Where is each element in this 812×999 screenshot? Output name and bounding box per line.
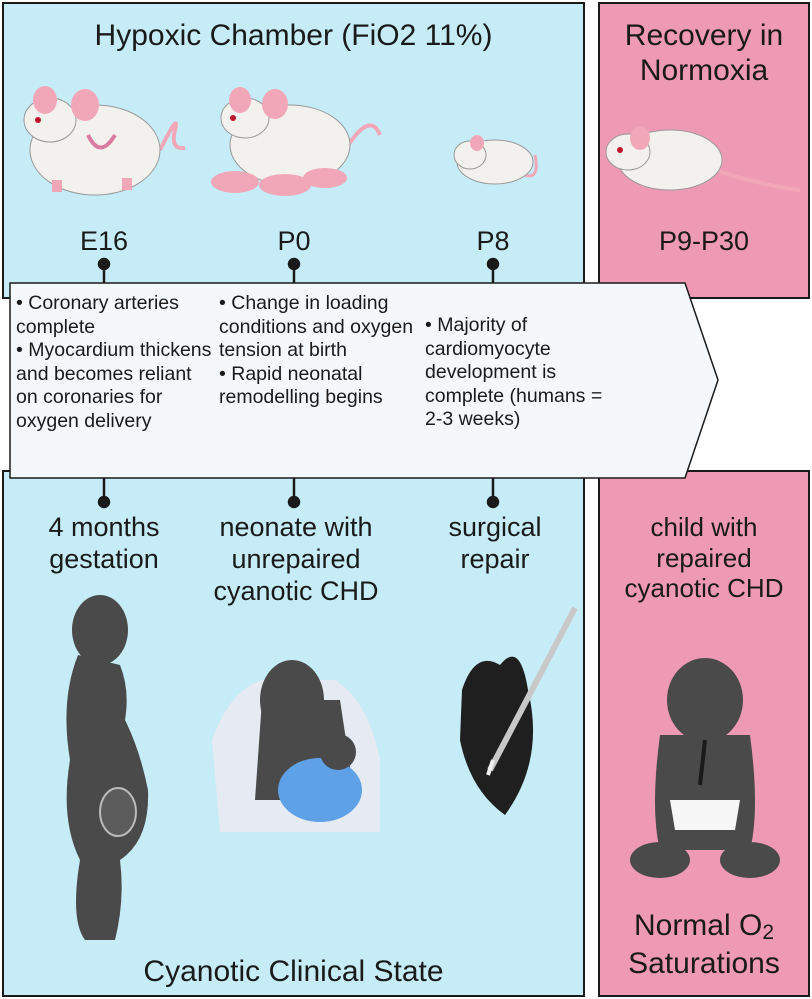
- clinical-label-gestation: 4 months gestation: [48, 512, 160, 574]
- heart-scalpel-icon: [460, 606, 578, 815]
- pup-mouse-icon: [453, 135, 538, 185]
- clinical-label-neonate: neonate with unrepaired cyanotic CHD: [213, 512, 379, 606]
- pregnant-woman-icon: [66, 595, 149, 940]
- seated-child-icon: [630, 658, 780, 878]
- recovery-title: Recovery in Normoxia: [624, 19, 784, 88]
- description-e16: • Coronary arteries complete • Myocardiu…: [16, 292, 212, 432]
- normal-o2-saturations-label: Normal O2 Saturations: [628, 909, 780, 980]
- clinical-label-surgical-repair: surgical repair: [448, 512, 542, 574]
- stage-label-e16: E16: [79, 226, 129, 256]
- breastfeeding-mother-icon: [212, 660, 380, 832]
- description-p0: • Change in loading conditions and oxyge…: [219, 292, 414, 409]
- cyanotic-clinical-state-label: Cyanotic Clinical State: [143, 955, 444, 988]
- pregnant-mouse-icon: [23, 86, 186, 196]
- stage-label-p8: P8: [476, 226, 510, 256]
- hypoxic-chamber-title: Hypoxic Chamber (FiO2 11%): [94, 19, 493, 52]
- clinical-label-child: child with repaired cyanotic CHD: [624, 512, 784, 604]
- stage-label-p0: P0: [277, 226, 311, 256]
- stage-label-p9-p30: P9-P30: [658, 226, 750, 256]
- description-p8: • Majority of cardiomyocyte development …: [425, 314, 603, 431]
- adult-mouse-icon: [605, 126, 801, 192]
- mouse-with-pups-icon: [211, 87, 382, 196]
